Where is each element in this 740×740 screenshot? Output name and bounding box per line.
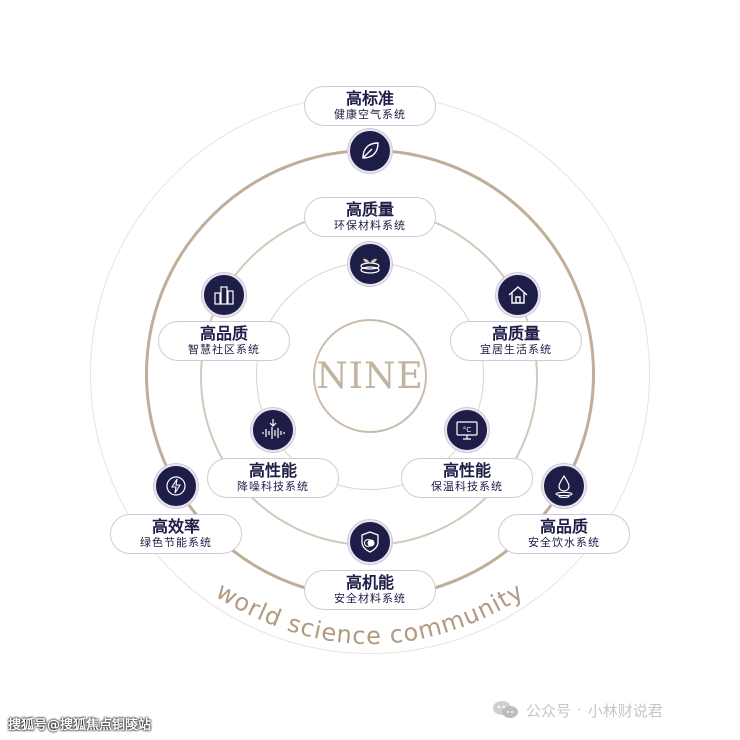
node-subtitle: 绿色节能系统 (140, 536, 212, 549)
watermark-right: 公众号 · 小林财说君 (492, 698, 663, 722)
node-subtitle: 智慧社区系统 (188, 343, 260, 356)
node-label-air: 高标准 健康空气系统 (304, 86, 436, 126)
watermark-name: 小林财说君 (587, 701, 663, 720)
thermostat-icon: °C (445, 408, 489, 452)
node-label-noise: 高性能 降噪科技系统 (207, 458, 339, 498)
node-label-materials: 高质量 环保材料系统 (304, 197, 436, 237)
node-subtitle: 安全材料系统 (334, 592, 406, 605)
energy-icon (154, 464, 198, 508)
water-drop-icon (542, 464, 586, 508)
node-title: 高品质 (539, 517, 588, 536)
node-title: 高机能 (345, 573, 394, 592)
node-label-community: 高品质 智慧社区系统 (158, 321, 290, 361)
node-subtitle: 降噪科技系统 (237, 480, 309, 493)
node-title: 高品质 (199, 324, 248, 343)
node-subtitle: 宜居生活系统 (480, 343, 552, 356)
watermark-separator: · (577, 701, 582, 719)
core-ring (313, 319, 427, 433)
node-title: 高效率 (151, 517, 200, 536)
leaf-icon (348, 129, 392, 173)
node-subtitle: 保温科技系统 (431, 480, 503, 493)
sound-wave-icon (251, 408, 295, 452)
node-label-living: 高质量 宜居生活系统 (450, 321, 582, 361)
node-label-safety: 高机能 安全材料系统 (304, 570, 436, 610)
watermark-left: 搜狐号@搜狐焦点铜陵站 (8, 718, 152, 733)
node-label-insulation: 高性能 保温科技系统 (401, 458, 533, 498)
shield-icon (348, 520, 392, 564)
node-subtitle: 环保材料系统 (334, 219, 406, 232)
home-icon (496, 273, 540, 317)
svg-text:°C: °C (463, 426, 472, 434)
nine-logo: NINE (316, 355, 424, 397)
watermark-account: 公众号 (526, 701, 572, 720)
node-title: 高性能 (442, 461, 491, 480)
wechat-icon (492, 699, 520, 721)
node-title: 高质量 (345, 200, 394, 219)
sprout-icon (348, 242, 392, 286)
node-subtitle: 健康空气系统 (334, 108, 406, 121)
node-title: 高质量 (491, 324, 540, 343)
node-title: 高标准 (345, 89, 394, 108)
node-label-energy: 高效率 绿色节能系统 (110, 514, 242, 554)
node-subtitle: 安全饮水系统 (528, 536, 600, 549)
node-title: 高性能 (248, 461, 297, 480)
buildings-icon (202, 273, 246, 317)
node-label-water: 高品质 安全饮水系统 (498, 514, 630, 554)
